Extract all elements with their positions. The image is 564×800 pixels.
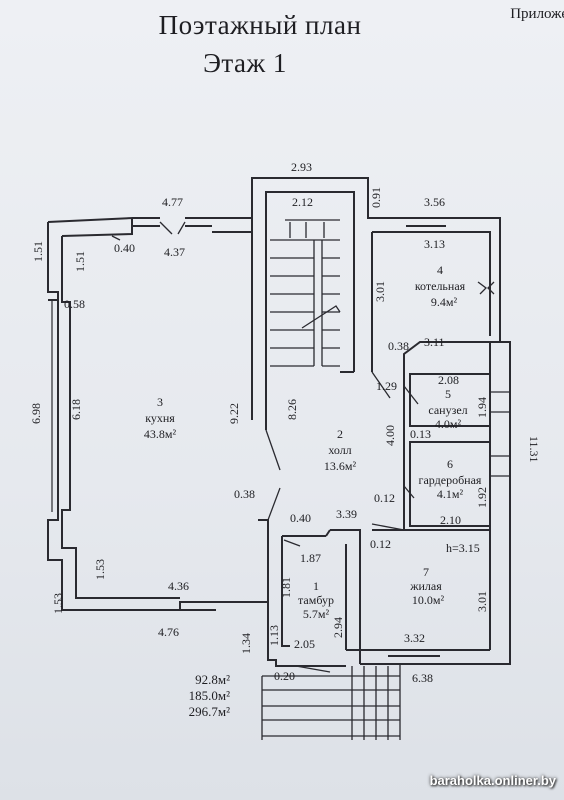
dim-0-12-wardrobe: 0.12 <box>374 491 395 505</box>
wardrobe <box>409 441 491 527</box>
dim-6-18: 6.18 <box>69 399 83 420</box>
living-room-left-wall <box>330 529 361 664</box>
dim-0-40-top: 0.40 <box>114 241 135 255</box>
dim-2-05: 2.05 <box>294 637 315 651</box>
dim-4-36: 4.36 <box>168 579 189 593</box>
plan-title: Поэтажный план <box>158 10 362 40</box>
entrance-steps <box>261 664 401 740</box>
door-swings <box>111 221 419 673</box>
appendix-label: Приложе <box>510 6 564 22</box>
room-5-area: 4.0м² <box>435 417 462 431</box>
room-5-name: санузел <box>428 403 467 417</box>
dim-1-51-outer: 1.51 <box>31 241 45 262</box>
room-6-number: 6 <box>447 457 453 471</box>
room-4-area: 9.4м² <box>431 295 458 309</box>
dim-1-81: 1.81 <box>279 577 293 598</box>
dim-1-29: 1.29 <box>376 379 397 393</box>
room-5-number: 5 <box>445 387 451 401</box>
room-6-area: 4.1м² <box>437 487 464 501</box>
dim-4-77: 4.77 <box>162 195 183 209</box>
dim-1-34: 1.34 <box>239 633 253 654</box>
room-4-number: 4 <box>437 263 443 277</box>
dim-2-94: 2.94 <box>331 617 345 638</box>
area-totals: 92.8м² 185.0м² 296.7м² <box>186 672 230 720</box>
dim-1-51-inner: 1.51 <box>73 251 87 272</box>
dim-4-00: 4.00 <box>383 425 397 446</box>
dim-2-08: 2.08 <box>438 373 459 387</box>
watermark: baraholka.onliner.by <box>429 773 556 788</box>
room-1-area: 5.7м² <box>303 607 330 621</box>
right-outer-wall <box>360 341 511 665</box>
dim-3-01-living: 3.01 <box>475 591 489 612</box>
dim-3-11: 3.11 <box>424 335 445 349</box>
room-7-area: 10.0м² <box>412 593 445 607</box>
dim-2-10: 2.10 <box>440 513 461 527</box>
room-1-number: 1 <box>313 579 319 593</box>
dim-2-12: 2.12 <box>292 195 313 209</box>
dim-1-53-outer: 1.53 <box>51 593 65 614</box>
boiler-room-wall <box>400 217 501 370</box>
dim-0-12-living: 0.12 <box>370 537 391 551</box>
ceiling-height: h=3.15 <box>446 541 480 555</box>
kitchen-top-wall <box>47 216 133 237</box>
room-3-number: 3 <box>157 395 163 409</box>
stair-inner-wall <box>265 191 355 372</box>
room-6-name: гардеробная <box>419 473 482 487</box>
floor-subtitle: Этаж 1 <box>203 48 287 78</box>
dim-8-26: 8.26 <box>285 399 299 420</box>
total-area-2: 185.0м² <box>188 688 230 703</box>
room-7-number: 7 <box>423 565 429 579</box>
dim-1-13: 1.13 <box>267 625 281 646</box>
dim-6-98: 6.98 <box>29 403 43 424</box>
dim-9-22: 9.22 <box>227 403 241 424</box>
total-area-3: 296.7м² <box>188 704 230 719</box>
bathroom <box>409 373 491 427</box>
dim-1-87: 1.87 <box>300 551 321 565</box>
room-4-name: котельная <box>415 279 466 293</box>
total-area-1: 92.8м² <box>195 672 230 687</box>
dim-1-94: 1.94 <box>475 397 489 418</box>
dim-0-40-hall: 0.40 <box>290 511 311 525</box>
room-2-number: 2 <box>337 427 343 441</box>
dim-2-93: 2.93 <box>291 160 312 174</box>
dim-4-37: 4.37 <box>164 245 185 259</box>
vestibule-inner <box>281 536 290 647</box>
outer-wall-inner <box>61 236 180 599</box>
vestibule-door-edge <box>325 529 331 537</box>
dim-0-38-kitchen: 0.38 <box>234 487 255 501</box>
boiler-symbol <box>477 281 495 295</box>
dim-0-38-hall: 0.38 <box>388 339 409 353</box>
stair-wall <box>251 177 400 219</box>
stairs <box>270 219 341 367</box>
dim-1-92: 1.92 <box>475 487 489 508</box>
boiler-room-inner <box>372 231 491 336</box>
dim-3-39: 3.39 <box>336 507 357 521</box>
dim-11-31: 11.31 <box>527 436 541 463</box>
room-3-area: 43.8м² <box>144 427 177 441</box>
room-1-name: тамбур <box>298 593 334 607</box>
dim-0-20: 0.20 <box>274 669 295 683</box>
dim-0-91: 0.91 <box>369 187 383 208</box>
dim-3-01-boiler: 3.01 <box>373 281 387 302</box>
dim-3-32: 3.32 <box>404 631 425 645</box>
dim-3-56: 3.56 <box>424 195 445 209</box>
room-2-name: холл <box>328 443 351 457</box>
dim-4-76: 4.76 <box>158 625 179 639</box>
dim-1-53-inner: 1.53 <box>93 559 107 580</box>
dim-0-13: 0.13 <box>410 427 431 441</box>
room-2-area: 13.6м² <box>324 459 357 473</box>
room-7-name: жилая <box>409 579 442 593</box>
dim-0-58: 0.58 <box>64 297 85 311</box>
dim-6-38: 6.38 <box>412 671 433 685</box>
dim-3-13: 3.13 <box>424 237 445 251</box>
room-3-name: кухня <box>145 411 175 425</box>
